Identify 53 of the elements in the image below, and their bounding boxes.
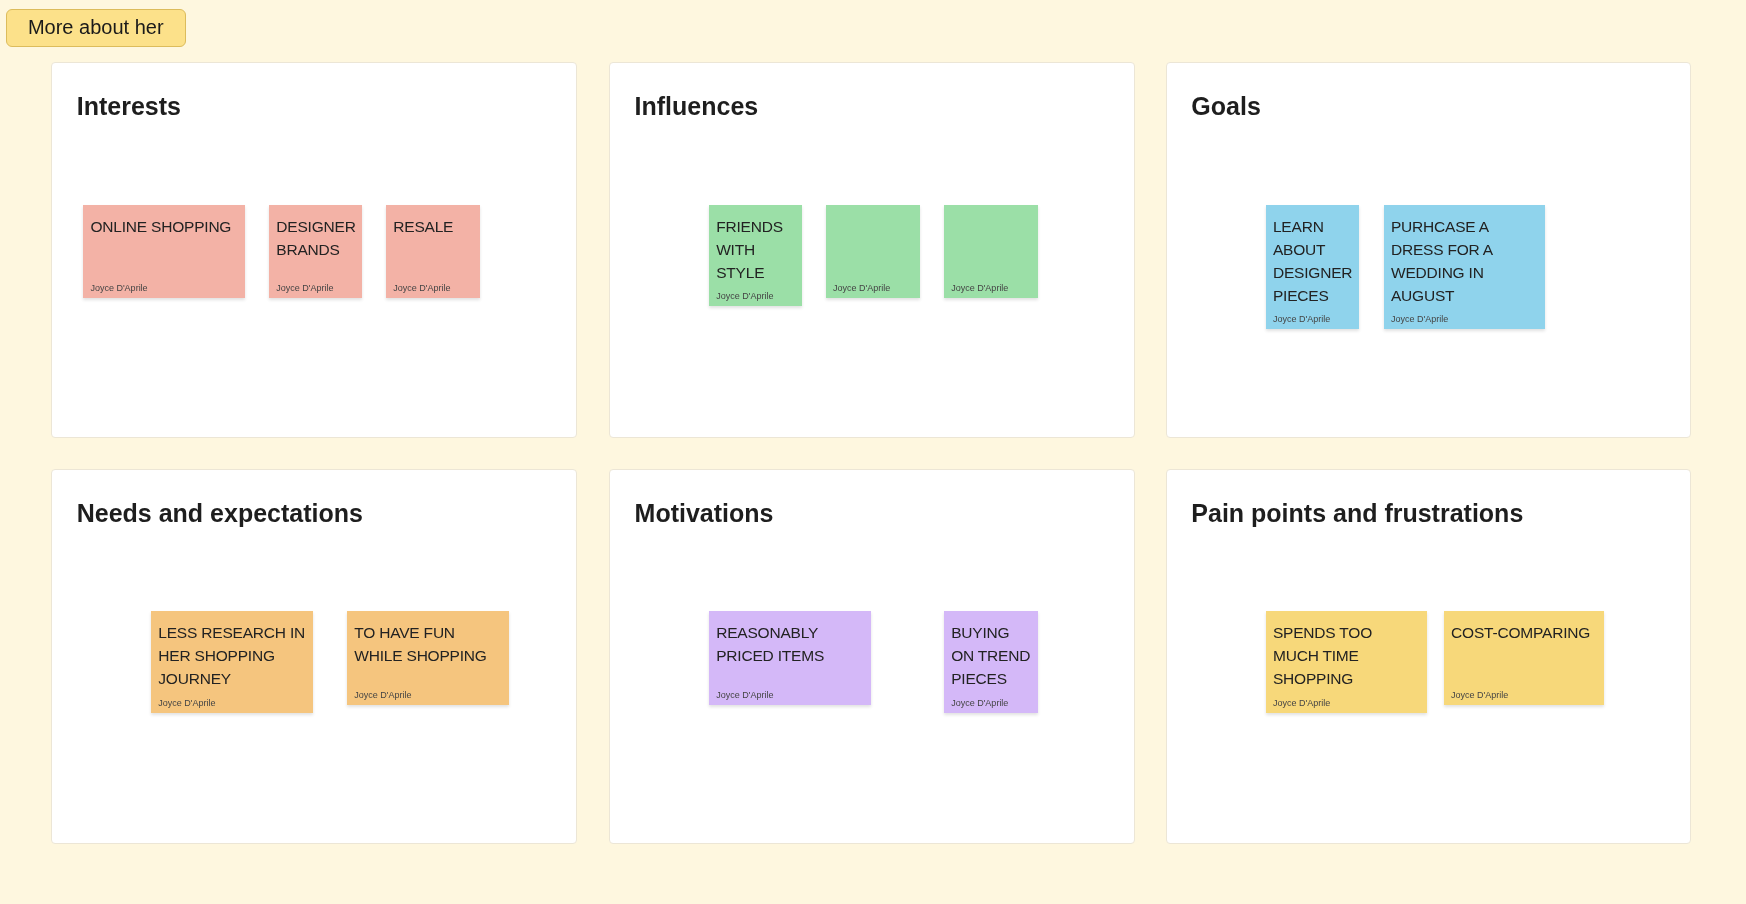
author-name: Joyce D'Aprile (1451, 688, 1509, 700)
note-text: SPENDS TOO MUCH TIME SHOPPING (1272, 623, 1373, 690)
sticky-note (386, 204, 480, 299)
frame-panel (1165, 62, 1692, 438)
author-name: Joyce D'Aprile (1390, 313, 1449, 325)
sticky-note (944, 611, 1038, 713)
author-name: Joyce D'Aprile (1272, 313, 1331, 325)
sticky-note (1444, 611, 1605, 705)
sticky-note (1383, 204, 1546, 330)
author-name: Joyce D'Aprile (90, 282, 148, 294)
frame-panel (609, 62, 1135, 438)
sticky-note (83, 204, 245, 299)
sticky-note (709, 204, 802, 307)
frame-heading: Influences (634, 92, 759, 122)
note-text: TO HAVE FUN WHILE SHOPPING (354, 623, 488, 667)
frame-panel (609, 468, 1135, 845)
author-name: Joyce D'Aprile (716, 688, 774, 700)
author-name: Joyce D'Aprile (716, 290, 774, 302)
note-text: COST-COMPARING (1451, 623, 1591, 644)
sticky-note (347, 611, 509, 705)
frame-panel (1165, 468, 1692, 845)
note-text: PURHCASE A DRESS FOR A WEDDING IN AUGUST (1390, 216, 1494, 306)
author-name: Joyce D'Aprile (393, 282, 451, 294)
frame-panel (51, 62, 577, 438)
frame-heading: Pain points and frustrations (1191, 498, 1524, 528)
sticky-note (1265, 204, 1360, 330)
note-text: BUYING ON TREND PIECES (951, 623, 1032, 690)
author-name: Joyce D'Aprile (951, 282, 1009, 294)
note-text: ONLINE SHOPPING (90, 216, 232, 237)
note-text: LEARN ABOUT DESIGNER PIECES (1272, 216, 1354, 306)
sticky-note (826, 204, 920, 299)
frame-heading: Needs and expectations (76, 498, 363, 528)
frame-heading: Motivations (634, 498, 774, 528)
sticky-note (944, 204, 1038, 299)
sticky-note (151, 611, 313, 713)
author-name: Joyce D'Aprile (951, 696, 1009, 708)
note-text: LESS RESEARCH IN HER SHOPPING JOURNEY (158, 623, 306, 690)
frame-panel (51, 468, 577, 845)
note-text: FRIENDS WITH STYLE (716, 216, 784, 283)
author-name: Joyce D'Aprile (276, 282, 334, 294)
sticky-note (1265, 611, 1428, 713)
author-name: Joyce D'Aprile (1272, 696, 1331, 708)
author-name: Joyce D'Aprile (354, 688, 412, 700)
note-text: DESIGNER BRANDS (276, 216, 356, 260)
sticky-note (709, 611, 871, 705)
note-text: REASONABLY PRICED ITEMS (716, 623, 826, 667)
sticky-note (269, 204, 362, 299)
frame-heading: Goals (1191, 92, 1261, 122)
author-name: Joyce D'Aprile (833, 282, 891, 294)
frame-heading: Interests (76, 92, 181, 122)
author-name: Joyce D'Aprile (158, 696, 216, 708)
note-text: RESALE (393, 216, 454, 237)
section-badge: More about her (5, 8, 186, 47)
